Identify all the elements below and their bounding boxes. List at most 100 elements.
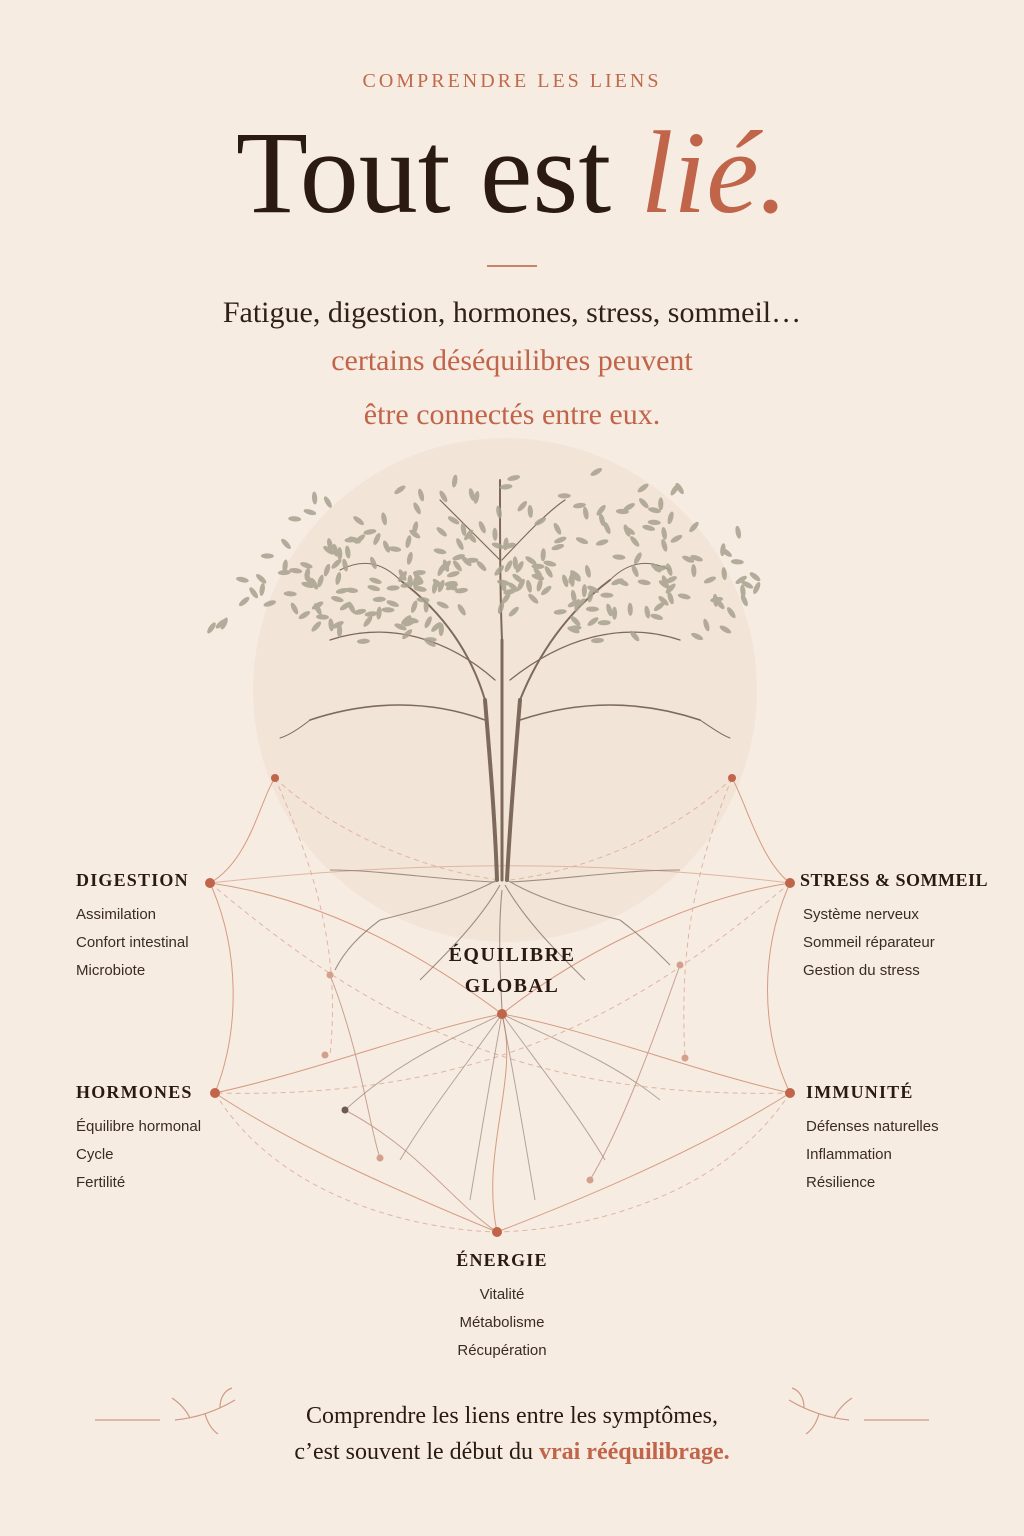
leaf xyxy=(596,504,606,516)
leaf xyxy=(517,578,525,591)
leaf xyxy=(465,557,479,563)
leaf xyxy=(476,560,487,572)
stress-title: STRESS & SOMMEIL xyxy=(800,870,989,890)
tree-leaves xyxy=(207,468,761,647)
subtitle-line-2: certains déséquilibres peuvent xyxy=(331,344,693,377)
leaf xyxy=(648,507,661,514)
leaf xyxy=(644,605,651,619)
leaf xyxy=(383,540,390,553)
leaf xyxy=(638,498,649,509)
leaf xyxy=(311,491,318,505)
leaf xyxy=(497,579,510,586)
leaf xyxy=(316,614,329,620)
digestion-list: Assimilation Confort intestinal Microbio… xyxy=(76,901,189,985)
leaf xyxy=(735,525,742,539)
leaf xyxy=(583,506,589,520)
footer-line-2: c’est souvent le début du vrai rééquilib… xyxy=(0,1434,1024,1470)
node-digestion: DIGESTION Assimilation Confort intestina… xyxy=(76,870,189,985)
leaf xyxy=(541,585,552,596)
leaf xyxy=(585,606,599,612)
leaf xyxy=(437,579,445,593)
leaf xyxy=(642,524,656,531)
leaf xyxy=(460,522,467,536)
list-item: Fertilité xyxy=(76,1174,126,1191)
leaf xyxy=(323,545,335,555)
immunite-dot xyxy=(785,1088,795,1098)
leaf xyxy=(238,596,250,607)
immunite-title: IMMUNITÉ xyxy=(806,1082,914,1102)
leaf xyxy=(633,552,642,565)
leaf xyxy=(553,609,567,615)
leaf xyxy=(690,554,703,562)
leaf xyxy=(289,567,303,574)
leaf xyxy=(623,524,631,537)
center-label-line-1: ÉQUILIBRE xyxy=(448,944,576,966)
leaf xyxy=(447,516,460,525)
left-top-dot xyxy=(271,774,279,782)
list-item: Inflammation xyxy=(806,1146,892,1163)
leaf xyxy=(581,584,588,598)
leaf xyxy=(331,621,344,629)
leaf xyxy=(281,538,291,549)
leaf xyxy=(667,591,674,605)
list-item: Défenses naturelles xyxy=(806,1118,939,1135)
leaf xyxy=(353,608,367,615)
leaf xyxy=(630,536,640,547)
leaf xyxy=(536,578,543,592)
leaf xyxy=(740,594,748,607)
leaf xyxy=(691,632,704,641)
immunite-list: Défenses naturelles Inflammation Résilie… xyxy=(806,1113,939,1197)
leaf xyxy=(587,617,599,626)
leaf xyxy=(381,607,395,613)
title-main: Tout est xyxy=(235,107,641,238)
leaf xyxy=(749,572,761,582)
leaf xyxy=(310,577,318,590)
list-item: Métabolisme xyxy=(459,1314,545,1331)
leaf xyxy=(388,546,402,552)
leaf xyxy=(436,601,449,609)
leaf xyxy=(703,576,716,584)
leaf xyxy=(298,611,311,620)
leaf xyxy=(337,547,343,561)
hormones-list: Équilibre hormonal Cycle Fertilité xyxy=(76,1113,201,1197)
list-item: Système nerveux xyxy=(803,906,919,923)
list-item: Confort intestinal xyxy=(76,934,189,951)
center-dot xyxy=(497,1009,507,1019)
leaf xyxy=(637,483,649,493)
leaf xyxy=(451,474,458,488)
leaf xyxy=(400,582,414,588)
leaf xyxy=(491,542,505,549)
leaf xyxy=(423,637,437,643)
leaf xyxy=(512,556,518,570)
leaf xyxy=(569,573,575,587)
hormones-title: HORMONES xyxy=(76,1082,193,1102)
leaf xyxy=(534,517,546,526)
leaf xyxy=(492,527,498,541)
leaf xyxy=(527,504,533,518)
leaf xyxy=(562,574,569,588)
leaf xyxy=(436,527,447,537)
list-item: Récupération xyxy=(457,1342,547,1359)
tree-halo xyxy=(253,438,757,942)
leaf xyxy=(311,621,322,632)
leaf xyxy=(323,496,332,508)
leaf xyxy=(650,613,663,620)
list-item: Vitalité xyxy=(479,1286,525,1303)
leaf xyxy=(473,491,480,504)
leaf xyxy=(207,622,216,634)
leaf xyxy=(376,606,382,620)
leaf xyxy=(438,623,444,637)
leaf xyxy=(554,536,567,544)
leaf xyxy=(369,577,382,584)
leaf xyxy=(503,588,517,595)
leaf xyxy=(753,582,761,594)
leaf xyxy=(444,580,458,587)
leaf xyxy=(381,512,387,526)
leaf xyxy=(507,475,521,481)
leaf xyxy=(570,615,581,626)
list-item: Sommeil réparateur xyxy=(803,934,935,951)
leaf xyxy=(507,582,519,592)
leaf xyxy=(466,532,477,543)
leaf xyxy=(691,564,697,578)
energie-dot xyxy=(492,1227,502,1237)
